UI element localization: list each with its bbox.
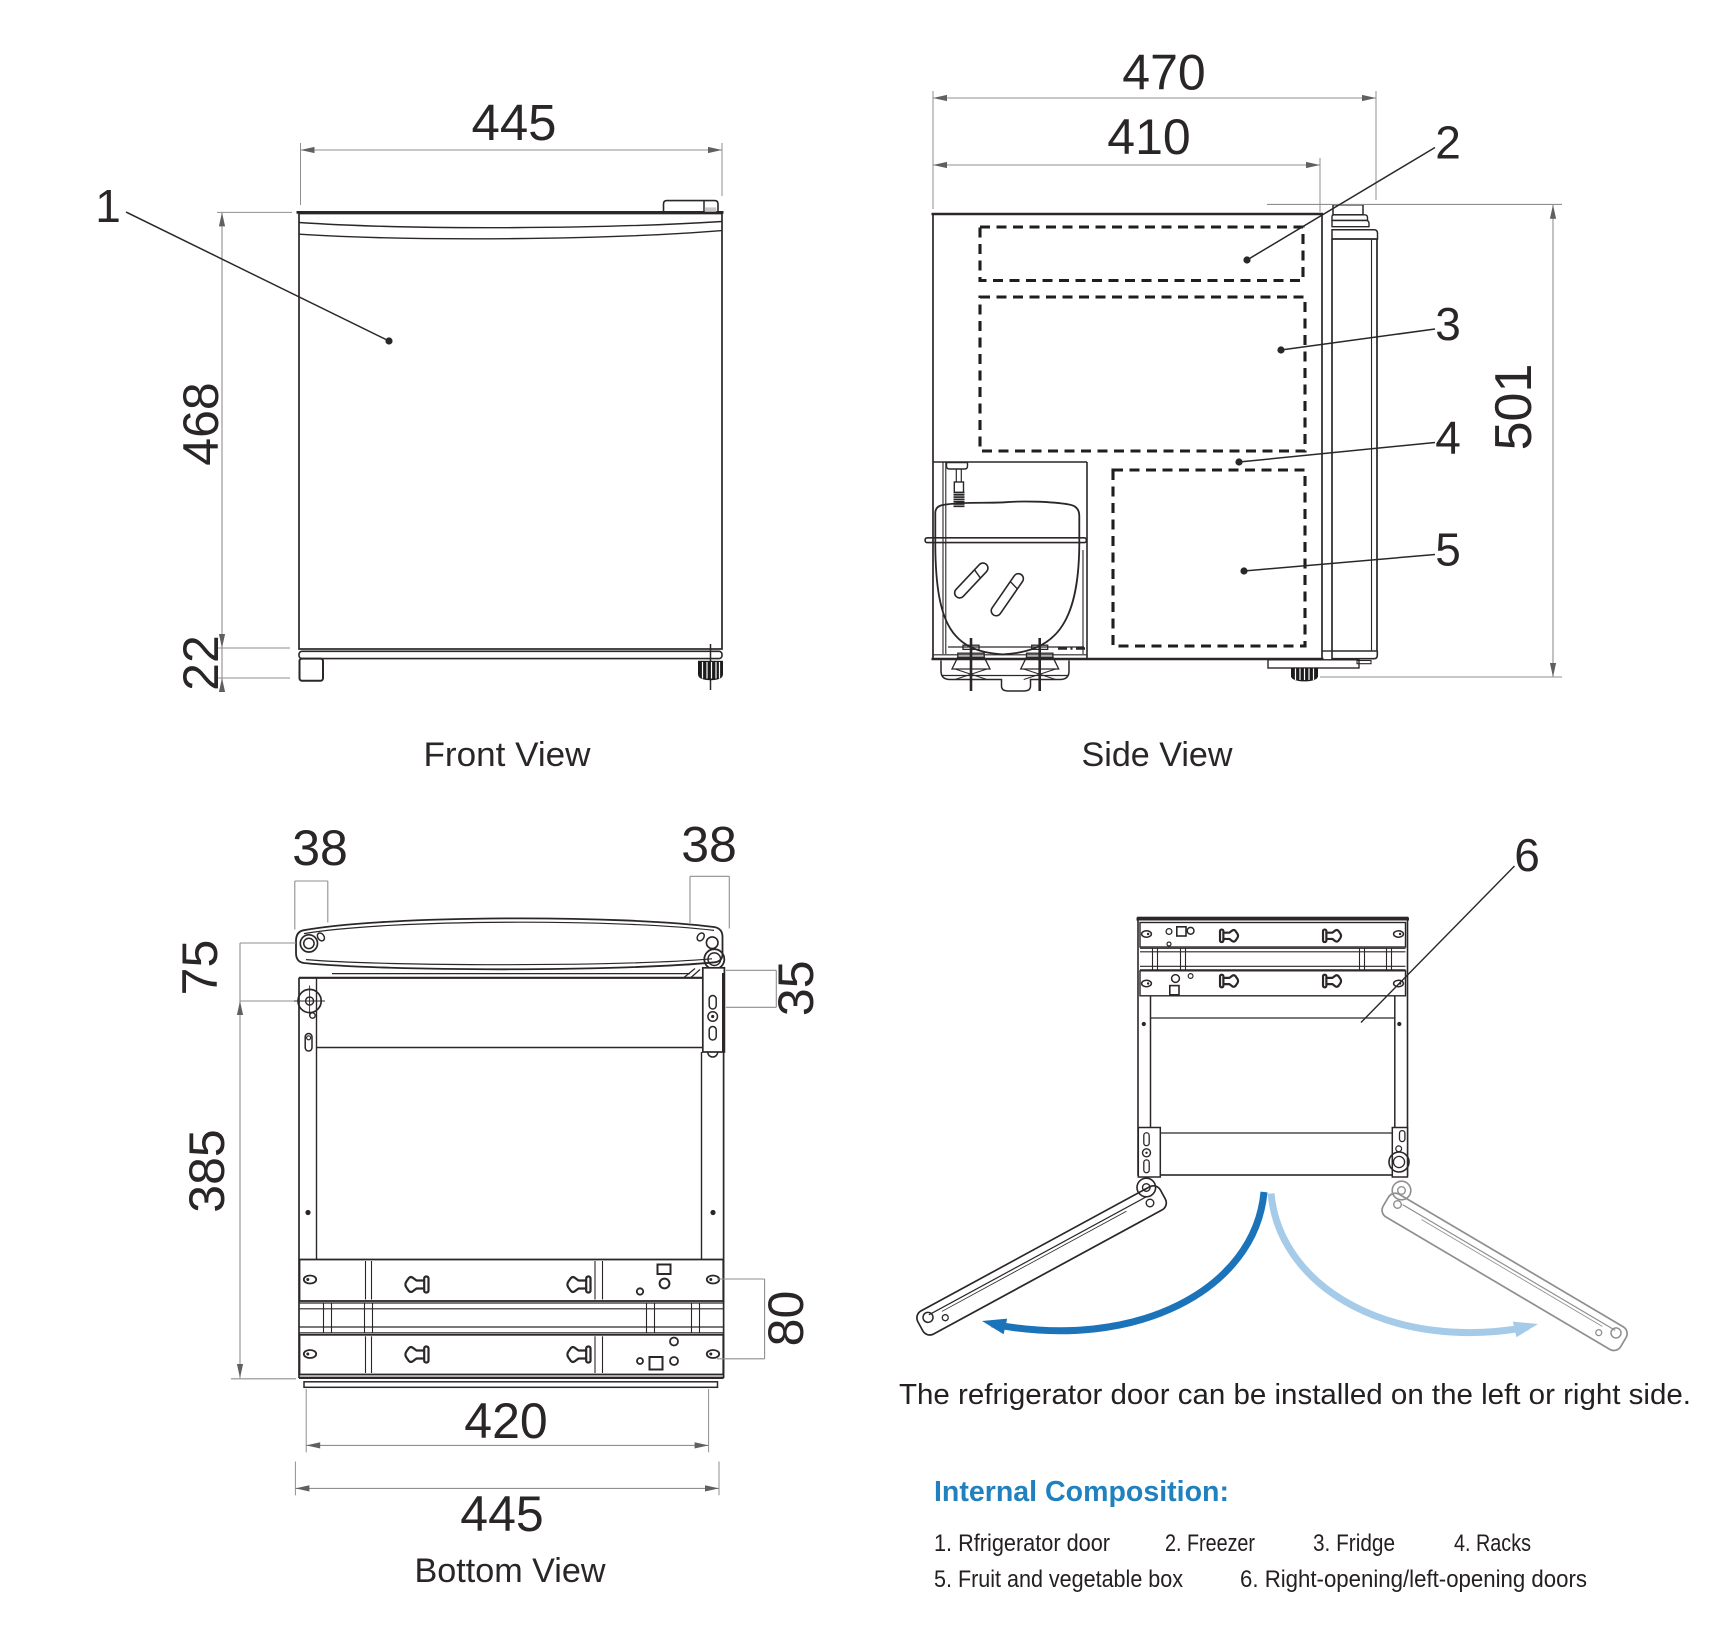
svg-text:6: 6 xyxy=(1514,829,1540,881)
svg-text:3. Fridge: 3. Fridge xyxy=(1313,1530,1395,1557)
svg-text:4. Racks: 4. Racks xyxy=(1454,1530,1531,1557)
svg-text:1: 1 xyxy=(95,180,121,232)
svg-text:4: 4 xyxy=(1435,412,1461,464)
svg-text:22: 22 xyxy=(173,635,229,691)
svg-text:470: 470 xyxy=(1122,45,1205,101)
svg-text:385: 385 xyxy=(179,1129,235,1212)
svg-text:5. Fruit and vegetable box: 5. Fruit and vegetable box xyxy=(934,1566,1183,1593)
svg-text:410: 410 xyxy=(1107,109,1190,165)
svg-text:3: 3 xyxy=(1435,298,1461,350)
svg-text:75: 75 xyxy=(172,940,228,996)
svg-text:2: 2 xyxy=(1435,117,1461,169)
svg-text:501: 501 xyxy=(1485,364,1543,451)
svg-text:38: 38 xyxy=(681,817,737,873)
svg-text:Front View: Front View xyxy=(424,736,591,774)
svg-text:The refrigerator door can be i: The refrigerator door can be installed o… xyxy=(899,1379,1691,1411)
svg-text:445: 445 xyxy=(460,1486,543,1542)
svg-text:35: 35 xyxy=(768,960,824,1016)
svg-text:38: 38 xyxy=(292,820,348,876)
svg-text:2. Freezer: 2. Freezer xyxy=(1165,1530,1255,1557)
svg-text:80: 80 xyxy=(758,1291,814,1347)
svg-text:1. Rfrigerator door: 1. Rfrigerator door xyxy=(934,1530,1110,1557)
svg-text:445: 445 xyxy=(471,94,556,151)
svg-text:Internal Composition:: Internal Composition: xyxy=(934,1476,1229,1508)
svg-text:468: 468 xyxy=(173,382,229,465)
svg-text:5: 5 xyxy=(1435,524,1461,576)
svg-text:Bottom View: Bottom View xyxy=(415,1552,606,1590)
svg-text:420: 420 xyxy=(464,1393,547,1449)
svg-text:6. Right-opening/left-opening: 6. Right-opening/left-opening doors xyxy=(1240,1566,1587,1593)
svg-text:Side View: Side View xyxy=(1082,736,1233,774)
